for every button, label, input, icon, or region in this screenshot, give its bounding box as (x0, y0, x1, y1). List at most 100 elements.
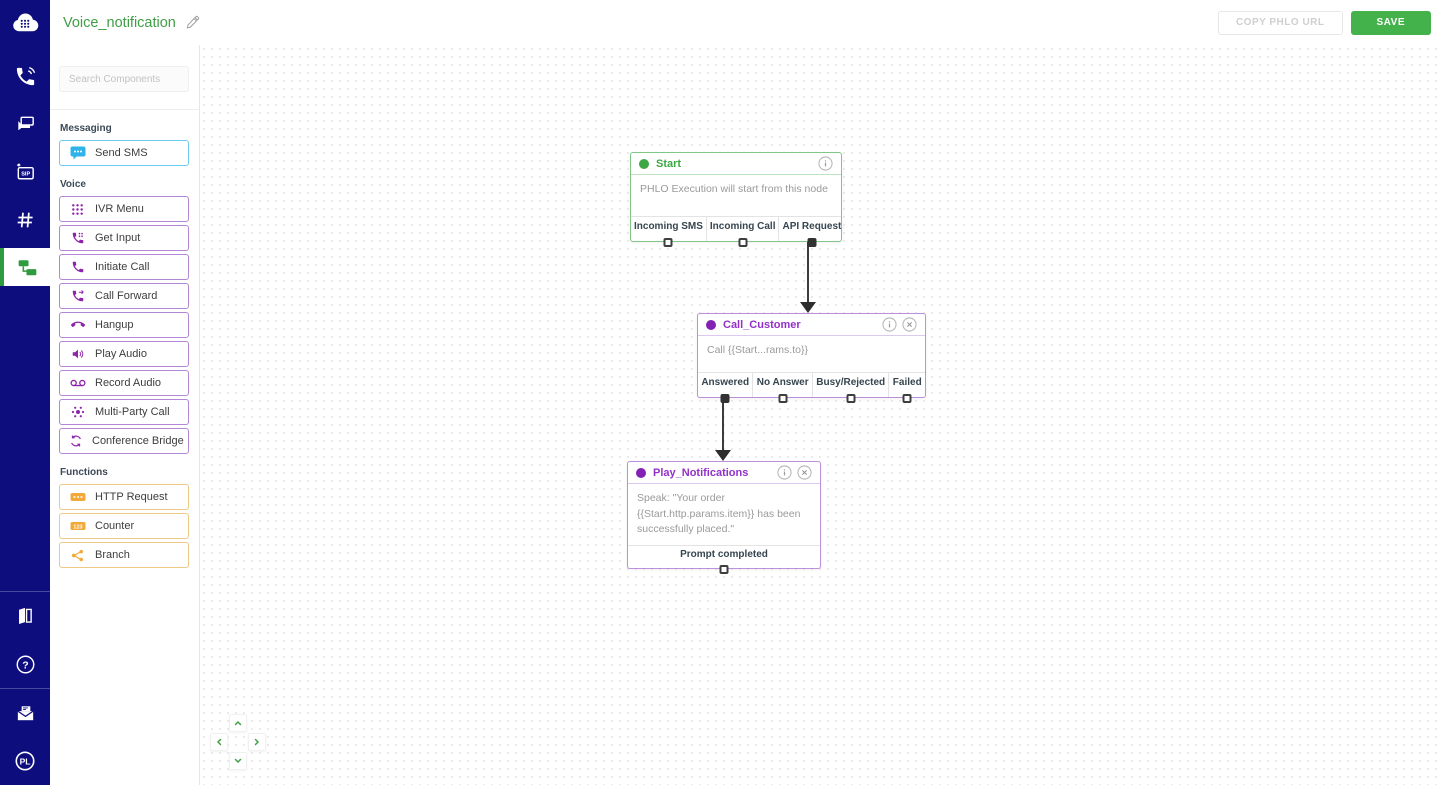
section-label-voice: Voice (60, 179, 86, 190)
delete-node-icon[interactable] (902, 317, 917, 332)
output-no-answer[interactable]: No Answer (752, 373, 812, 403)
output-label: No Answer (756, 377, 809, 388)
component-conference-bridge[interactable]: Conference Bridge (59, 428, 189, 454)
node-header: Play_Notifications (628, 462, 820, 484)
branch-icon (69, 549, 86, 562)
hangup-icon (69, 318, 86, 332)
edit-title-icon[interactable] (185, 15, 200, 30)
phlo-nav-icon-active[interactable] (0, 248, 50, 286)
plivo-badge-nav-icon[interactable]: PL (0, 737, 50, 785)
port-api-request[interactable] (807, 238, 817, 247)
node-status-dot (639, 158, 649, 169)
component-get-input[interactable]: Get Input (59, 225, 189, 251)
node-call-customer[interactable]: Call_Customer Call {{Start...rams.to}} A… (697, 313, 926, 403)
section-label-messaging: Messaging (60, 123, 112, 134)
info-icon[interactable] (882, 317, 897, 332)
save-button[interactable]: SAVE (1350, 10, 1431, 35)
sip-trunking-nav-icon[interactable]: SIP (0, 148, 50, 196)
output-incoming-sms[interactable]: Incoming SMS (631, 217, 706, 247)
edge-start-to-call-customer (807, 242, 809, 304)
search-components-input[interactable] (59, 66, 189, 92)
pan-down-button[interactable] (229, 752, 247, 770)
component-label: HTTP Request (95, 491, 168, 503)
output-label: Busy/Rejected (816, 377, 886, 388)
component-hangup[interactable]: Hangup (59, 312, 189, 338)
port-no-answer[interactable] (778, 394, 788, 403)
edge-call-customer-to-play-notifications (722, 401, 724, 452)
output-label: Incoming Call (709, 221, 776, 232)
output-prompt-completed[interactable]: Prompt completed (628, 546, 820, 574)
output-api-request[interactable]: API Request (778, 217, 844, 247)
phlo-canvas[interactable]: Start PHLO Execution will start from thi… (200, 45, 1440, 785)
pan-up-button[interactable] (229, 714, 247, 732)
plivo-logo-icon[interactable] (0, 0, 50, 46)
port-busy-rejected[interactable] (846, 394, 856, 403)
component-label: Hangup (95, 319, 134, 331)
component-record-audio[interactable]: Record Audio (59, 370, 189, 396)
component-label: Branch (95, 549, 130, 561)
ivr-menu-icon (69, 203, 86, 216)
counter-icon: 123 (69, 521, 86, 531)
component-send-sms[interactable]: Send SMS (59, 140, 189, 166)
component-initiate-call[interactable]: Initiate Call (59, 254, 189, 280)
output-busy-rejected[interactable]: Busy/Rejected (811, 373, 889, 403)
component-multi-party-call[interactable]: Multi-Party Call (59, 399, 189, 425)
node-title: Play_Notifications (653, 466, 749, 479)
voice-nav-icon[interactable] (0, 52, 50, 100)
info-icon[interactable] (818, 156, 833, 171)
component-label: Record Audio (95, 377, 162, 389)
phlo-title: Voice_notification (63, 14, 176, 31)
node-header: Start (631, 153, 841, 175)
feedback-nav-icon[interactable] (0, 689, 50, 737)
node-start[interactable]: Start PHLO Execution will start from thi… (630, 152, 844, 247)
sidebar-divider (0, 688, 50, 689)
port-incoming-sms[interactable] (663, 238, 673, 247)
messaging-nav-icon[interactable] (0, 100, 50, 148)
port-prompt-completed[interactable] (719, 564, 729, 574)
node-body: Call {{Start...rams.to}} (707, 344, 808, 356)
info-icon[interactable] (777, 465, 792, 480)
component-play-audio[interactable]: Play Audio (59, 341, 189, 367)
output-answered[interactable]: Answered (698, 373, 752, 403)
output-label: Prompt completed (680, 548, 768, 560)
docs-nav-icon[interactable] (0, 592, 50, 640)
section-label-functions: Functions (60, 467, 108, 478)
search-wrap (50, 45, 199, 109)
get-input-icon (69, 231, 86, 245)
component-label: Multi-Party Call (95, 406, 170, 418)
top-header: Voice_notification COPY PHLO URL SAVE (50, 0, 1440, 45)
node-title: Call_Customer (723, 318, 801, 331)
sidebar-divider (0, 591, 50, 592)
chevron-right-icon (254, 738, 260, 746)
help-nav-icon[interactable]: ? (0, 640, 50, 688)
component-http-request[interactable]: HTTP Request (59, 484, 189, 510)
component-label: Conference Bridge (92, 435, 184, 447)
component-ivr-menu[interactable]: IVR Menu (59, 196, 189, 222)
node-play-notifications[interactable]: Play_Notifications Speak: "Your order {{… (627, 461, 821, 574)
components-panel: Messaging Send SMS Voice IVR Menu Get In… (50, 45, 200, 785)
component-label: Get Input (95, 232, 141, 244)
output-failed[interactable]: Failed (888, 373, 925, 403)
component-call-forward[interactable]: Call Forward (59, 283, 189, 309)
play-audio-icon (69, 347, 86, 361)
canvas-pan-controls (210, 714, 267, 771)
port-answered[interactable] (720, 394, 730, 403)
phone-numbers-nav-icon[interactable] (0, 196, 50, 244)
node-status-dot (706, 319, 716, 330)
conference-bridge-icon (69, 434, 83, 448)
component-label: Play Audio (95, 348, 147, 360)
copy-phlo-url-button[interactable]: COPY PHLO URL (1217, 10, 1343, 35)
pan-left-button[interactable] (210, 733, 228, 751)
node-outputs: Incoming SMS Incoming Call API Request (631, 216, 844, 247)
port-failed[interactable] (902, 394, 912, 403)
component-counter[interactable]: 123 Counter (59, 513, 189, 539)
component-branch[interactable]: Branch (59, 542, 189, 568)
port-incoming-call[interactable] (738, 238, 748, 247)
pan-right-button[interactable] (248, 733, 266, 751)
output-incoming-call[interactable]: Incoming Call (705, 217, 779, 247)
delete-node-icon[interactable] (797, 465, 812, 480)
component-label: Counter (95, 520, 135, 532)
output-label: Incoming SMS (634, 221, 703, 232)
call-forward-icon (69, 289, 86, 303)
svg-text:PL: PL (20, 756, 31, 766)
